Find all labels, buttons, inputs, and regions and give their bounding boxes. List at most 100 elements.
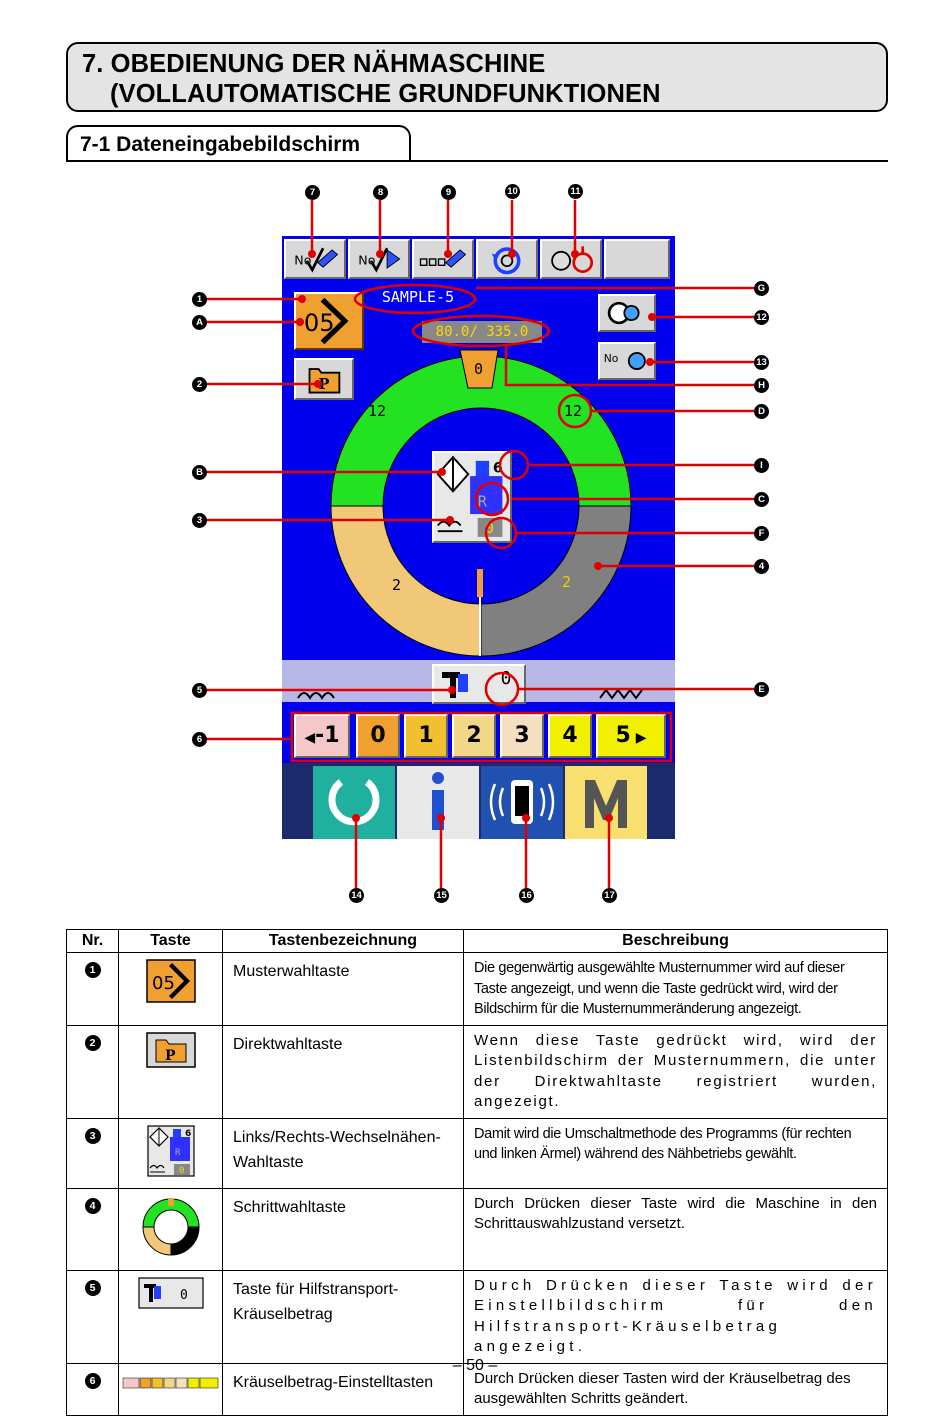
communication-button[interactable] bbox=[481, 766, 563, 839]
row-number: 6 bbox=[84, 1372, 101, 1389]
callout-marker-F: F bbox=[754, 526, 769, 541]
step-button-3[interactable]: 3 bbox=[500, 714, 544, 758]
mode-button[interactable] bbox=[565, 766, 647, 839]
callout-marker-3: 3 bbox=[192, 513, 207, 528]
callout-marker-12: 12 bbox=[754, 310, 769, 325]
callout-marker-9: 9 bbox=[441, 185, 456, 200]
row-number: 4 bbox=[84, 1197, 101, 1214]
pattern-edit-button[interactable]: No bbox=[284, 239, 346, 279]
row-number-cell: 2 bbox=[66, 1024, 119, 1119]
lr-key-side: R bbox=[175, 1148, 181, 1158]
blank-top-button[interactable] bbox=[604, 239, 670, 279]
search-pattern-button[interactable] bbox=[598, 294, 656, 332]
svg-text:P: P bbox=[319, 376, 330, 393]
left-right-switch-icon: R 6 0 bbox=[436, 455, 503, 537]
left-arrow-icon: ◀ bbox=[304, 730, 316, 746]
row-name: Kräuselbetrag-Einstelltasten bbox=[222, 1362, 464, 1416]
callout-marker-14: 14 bbox=[349, 888, 364, 903]
row-icon-cell: 05 bbox=[118, 952, 223, 1026]
callout-marker-A: A bbox=[192, 315, 207, 330]
row-icon-cell: P bbox=[118, 1024, 223, 1119]
step-button-4[interactable]: 4 bbox=[548, 714, 592, 758]
bottom-buttons-row bbox=[282, 763, 675, 839]
counter-circles-icon bbox=[551, 246, 594, 273]
step-button-2[interactable]: 2 bbox=[452, 714, 496, 758]
callout-marker-8: 8 bbox=[373, 185, 388, 200]
row-name: Musterwahltaste bbox=[222, 952, 464, 1026]
direct-key-letter: P bbox=[165, 1048, 176, 1064]
row-number: 1 bbox=[84, 962, 101, 978]
row-number: 5 bbox=[84, 1279, 101, 1296]
information-button[interactable] bbox=[397, 766, 479, 839]
ring-value-right: 12 bbox=[564, 402, 583, 420]
no-pencil-icon: No bbox=[294, 247, 339, 273]
callout-marker-1: 1 bbox=[192, 292, 207, 307]
callout-marker-6: 6 bbox=[192, 732, 207, 747]
mode-m-icon bbox=[585, 780, 627, 828]
row-description: Durch Drücken dieser Taste wird der Eins… bbox=[463, 1269, 888, 1364]
col-header-name: Tastenbezeichnung bbox=[222, 929, 464, 953]
callout-marker-H: H bbox=[754, 378, 769, 393]
step-button-1[interactable]: 1 bbox=[404, 714, 448, 758]
table-row: 1 05 Musterwahltaste Die gegenwärtig aus… bbox=[66, 952, 888, 1026]
row-name: Direktwahltaste bbox=[222, 1024, 464, 1119]
ring-value-bottom-left: 2 bbox=[392, 576, 402, 594]
wave-left-icon bbox=[297, 692, 335, 700]
row-number: 3 bbox=[84, 1127, 101, 1144]
callout-marker-4: 4 bbox=[754, 559, 769, 574]
counter-button[interactable] bbox=[540, 239, 602, 279]
section-divider bbox=[66, 160, 888, 162]
callout-marker-13: 13 bbox=[754, 355, 769, 370]
step-button-minus1[interactable]: ◀-1 bbox=[294, 714, 350, 758]
feed-value: 0 bbox=[500, 668, 512, 689]
row-description: Die gegenwärtig ausgewählte Musternummer… bbox=[463, 952, 888, 1026]
direct-select-key-icon: P bbox=[145, 1031, 196, 1068]
chapter-title-line2: (VOLLAUTOMATISCHE GRUNDFUNKTIONEN bbox=[110, 80, 661, 108]
row-name: Schrittwahltaste bbox=[222, 1187, 464, 1271]
center-count-text: 6 bbox=[493, 460, 503, 476]
row-icon-cell: 0 bbox=[118, 1269, 223, 1364]
step-buttons-row: ◀-1 0 1 2 3 4 5 ▶ bbox=[294, 714, 667, 758]
pattern-number-text: 05 bbox=[304, 309, 335, 337]
callout-marker-10: 10 bbox=[505, 184, 520, 199]
communication-icon bbox=[489, 780, 555, 824]
left-right-switch-button[interactable]: R 6 0 bbox=[432, 451, 512, 543]
callout-marker-11: 11 bbox=[568, 184, 583, 199]
row-description: Wenn diese Taste gedrückt wird, wird der… bbox=[463, 1024, 888, 1119]
callout-marker-17: 17 bbox=[602, 888, 617, 903]
step-ring[interactable] bbox=[282, 236, 675, 839]
chapter-title-line1: 7. OBEDIENUNG DER NÄHMASCHINE bbox=[82, 50, 546, 78]
section-title: 7-1 Dateneingabebildschirm bbox=[66, 125, 411, 161]
callout-marker-16: 16 bbox=[519, 888, 534, 903]
col-header-key: Taste bbox=[118, 929, 223, 953]
page-number: – 50 – bbox=[452, 1357, 498, 1374]
pattern-select-key-icon: 05 bbox=[145, 959, 196, 1003]
wave-right-icon bbox=[599, 688, 643, 700]
step-button-0[interactable]: 0 bbox=[356, 714, 400, 758]
callout-marker-5: 5 bbox=[192, 683, 207, 698]
step-edit-button[interactable] bbox=[412, 239, 474, 279]
row-icon-cell bbox=[118, 1362, 223, 1416]
table-row: 3 R 6 0 Links/Rechts-Wechselnähen-Wahlta… bbox=[66, 1117, 888, 1189]
step-buttons-key-icon bbox=[122, 1377, 218, 1388]
step-button-5[interactable]: 5 ▶ bbox=[596, 714, 666, 758]
row-name: Taste für Hilfstransport-Kräuselbetrag bbox=[222, 1269, 464, 1364]
pattern-key-number: 05 bbox=[152, 973, 175, 994]
counter-reset-button[interactable] bbox=[476, 239, 538, 279]
ring-value-left: 12 bbox=[368, 402, 387, 420]
table-row: 6 Kräuselbetrag-Einstelltasten Durch Drü… bbox=[66, 1362, 888, 1416]
callout-marker-2: 2 bbox=[192, 377, 207, 392]
ring-value-top: 0 bbox=[474, 360, 484, 378]
row-description: Durch Drücken dieser Taste wird die Masc… bbox=[463, 1187, 888, 1271]
direct-select-button[interactable]: P bbox=[294, 358, 354, 400]
step-label: -1 bbox=[315, 723, 340, 748]
col-header-description: Beschreibung bbox=[463, 929, 888, 953]
center-value-text: 0 bbox=[485, 521, 494, 537]
auxiliary-feed-button[interactable]: 0 bbox=[432, 664, 526, 704]
row-icon-cell bbox=[118, 1187, 223, 1271]
chapter-title-box: 7. OBEDIENUNG DER NÄHMASCHINE (VOLLAUTOM… bbox=[66, 42, 888, 112]
row-description: Durch Drücken dieser Tasten wird der Krä… bbox=[463, 1362, 888, 1416]
ready-button[interactable] bbox=[313, 766, 395, 839]
table-header-row: Nr. Taste Tastenbezeichnung Beschreibung bbox=[66, 929, 888, 953]
lr-key-value: 0 bbox=[179, 1166, 184, 1176]
